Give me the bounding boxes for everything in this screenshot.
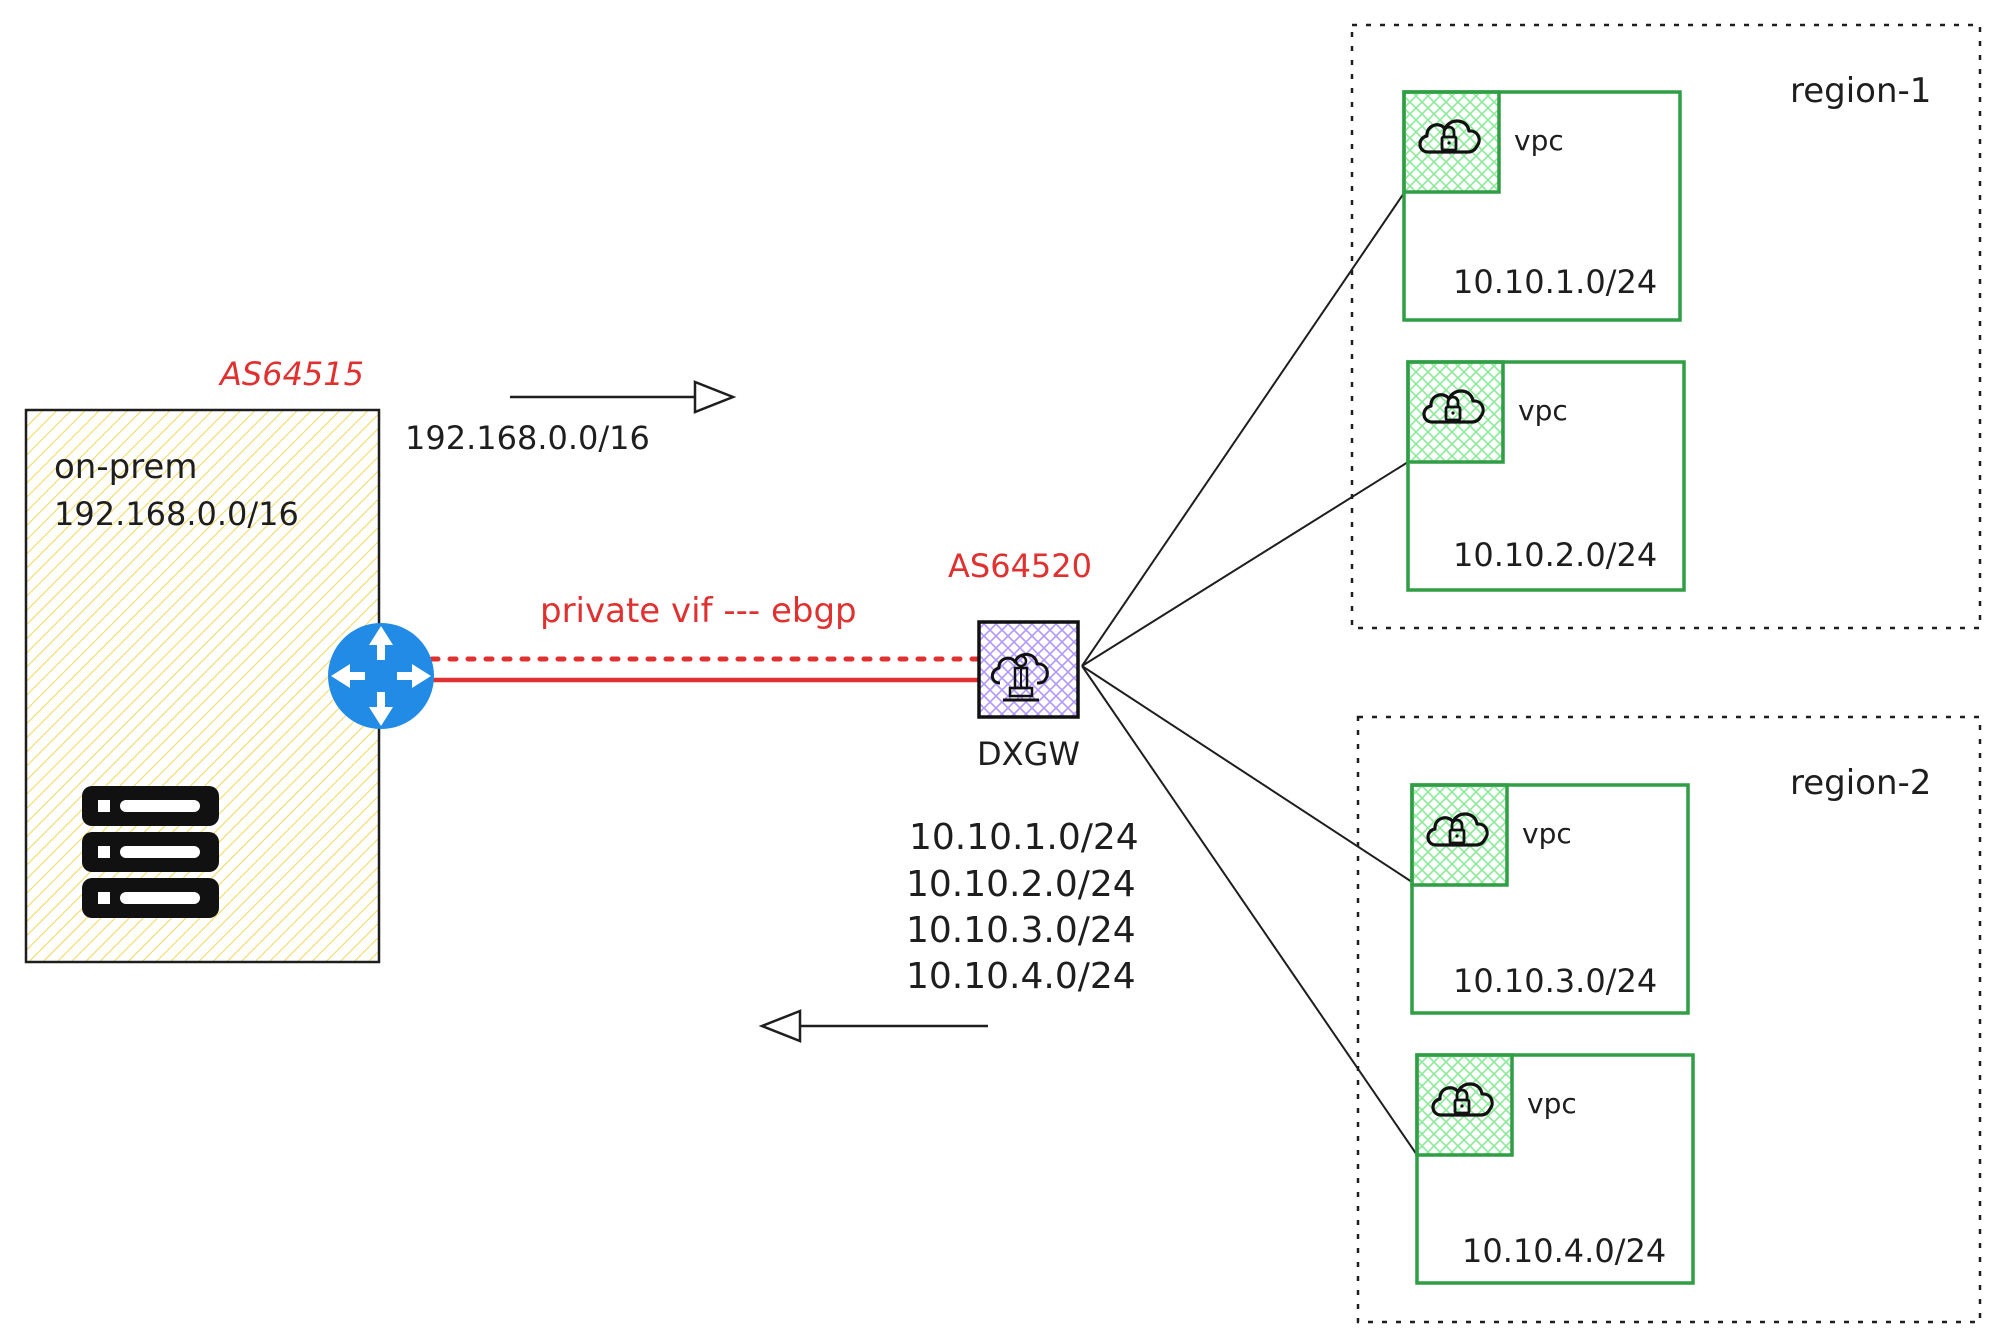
- vpc-label: vpc: [1514, 124, 1564, 157]
- link-vpc-1: [1081, 192, 1405, 667]
- vpc-icon-tile: [1406, 360, 1505, 464]
- advertised-cidr: 10.10.3.0/24: [906, 910, 1136, 951]
- on-prem-box[interactable]: on-prem 192.168.0.0/16: [24, 408, 381, 964]
- on-prem-cidr: 192.168.0.0/16: [54, 495, 299, 533]
- advertised-aws-cidrs: 10.10.1.0/24 10.10.2.0/24 10.10.3.0/24 1…: [906, 817, 1139, 997]
- dxgw-box[interactable]: [977, 620, 1080, 719]
- vpc-cidr: 10.10.3.0/24: [1453, 962, 1657, 1000]
- vpc-box-2[interactable]: vpc 10.10.2.0/24: [1406, 360, 1686, 592]
- vpc-cidr: 10.10.4.0/24: [1462, 1232, 1666, 1270]
- vpc-cidr: 10.10.1.0/24: [1453, 263, 1657, 301]
- router-icon[interactable]: [328, 623, 434, 729]
- link-vpc-3: [1081, 665, 1413, 883]
- advertise-arrow-left: [758, 1009, 988, 1043]
- vpc-icon-tile: [1402, 90, 1501, 194]
- vpc-label: vpc: [1518, 394, 1568, 427]
- server-icon: [82, 786, 219, 918]
- region-2-label: region-2: [1790, 763, 1931, 803]
- vpc-icon-tile: [1410, 783, 1509, 887]
- direct-connect-gateway-icon: [990, 652, 1049, 702]
- link-vpc-4: [1081, 665, 1418, 1156]
- region-2-boundary: [1356, 715, 1982, 1324]
- dxgw-asn: AS64520: [948, 547, 1092, 585]
- vpc-icon-tile: [1415, 1053, 1514, 1157]
- vpc-box-1[interactable]: vpc 10.10.1.0/24: [1402, 90, 1682, 322]
- on-prem-asn: AS64515: [218, 355, 364, 393]
- region-1-boundary: [1350, 23, 1982, 630]
- advertise-arrow-right: [510, 380, 737, 414]
- region-1-label: region-1: [1790, 71, 1931, 111]
- link-label: private vif --- ebgp: [540, 591, 857, 631]
- vpc-label: vpc: [1527, 1087, 1577, 1120]
- dxgw-label: DXGW: [977, 735, 1080, 773]
- advertised-cidr: 10.10.2.0/24: [906, 864, 1136, 905]
- advertised-cidr: 10.10.4.0/24: [906, 956, 1136, 997]
- dxgw-vpc-links: [1081, 192, 1418, 1156]
- vpc-box-4[interactable]: vpc 10.10.4.0/24: [1415, 1053, 1695, 1285]
- vpc-box-3[interactable]: vpc 10.10.3.0/24: [1410, 783, 1690, 1015]
- advertised-cidr: 10.10.1.0/24: [909, 817, 1139, 858]
- on-prem-title: on-prem: [54, 447, 197, 487]
- vpc-label: vpc: [1522, 817, 1572, 850]
- link-vpc-2: [1081, 461, 1409, 667]
- vpc-cidr: 10.10.2.0/24: [1453, 536, 1657, 574]
- advertised-onprem-cidr: 192.168.0.0/16: [405, 419, 650, 457]
